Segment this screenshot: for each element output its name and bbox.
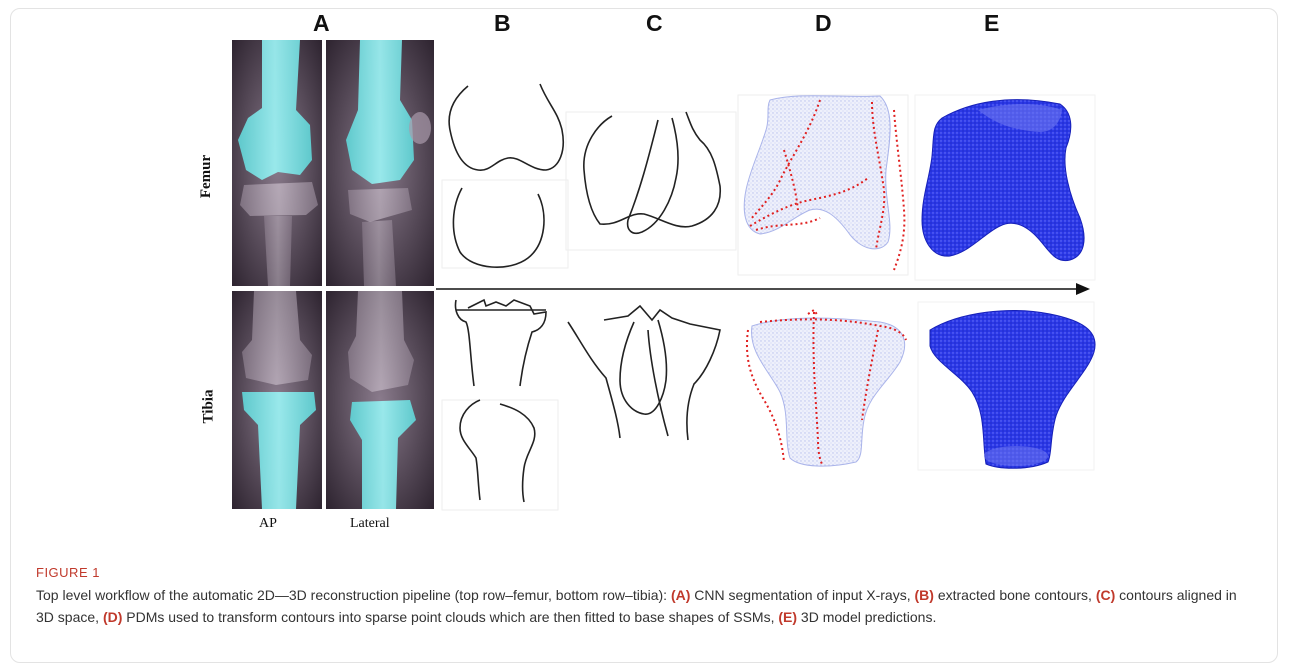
- caption-tag-b: (B): [915, 587, 934, 603]
- workflow-arrow: [436, 283, 1090, 295]
- contour-panel-b: [442, 84, 568, 510]
- model-panel-e: [915, 95, 1095, 470]
- caption-title: FIGURE 1: [36, 565, 100, 580]
- caption-part-b: extracted bone contours,: [934, 587, 1096, 603]
- xray-panel: [232, 40, 434, 509]
- caption-part-d: PDMs used to transform contours into spa…: [122, 609, 778, 625]
- caption-intro: Top level workflow of the automatic 2D—3…: [36, 587, 671, 603]
- caption-tag-c: (C): [1096, 587, 1115, 603]
- contour-panel-c: [566, 112, 736, 440]
- caption-part-a: CNN segmentation of input X-rays,: [690, 587, 914, 603]
- xray-label-ap: AP: [259, 516, 277, 532]
- figure-illustration: [0, 0, 1289, 560]
- caption-tag-a: (A): [671, 587, 690, 603]
- caption-tag-d: (D): [103, 609, 122, 625]
- caption-tag-e: (E): [778, 609, 797, 625]
- xray-label-lateral: Lateral: [350, 516, 390, 532]
- caption-text: Top level workflow of the automatic 2D—3…: [36, 584, 1256, 628]
- caption-part-e: 3D model predictions.: [797, 609, 936, 625]
- pointcloud-panel-d: [738, 95, 908, 466]
